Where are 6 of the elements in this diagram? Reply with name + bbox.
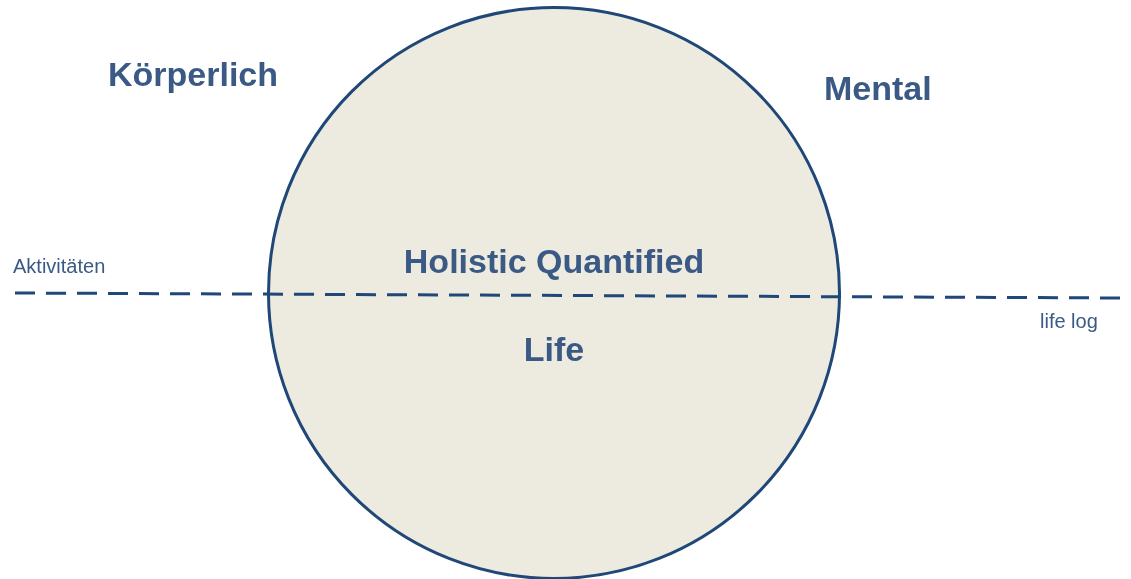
axis-end-label: Aktivitäten [13, 255, 106, 278]
category-label: Mental [824, 69, 932, 108]
category-label: Körperlich [108, 55, 279, 94]
axis-end-label: life log [1040, 310, 1098, 333]
circle-subheading: Life [522, 329, 586, 369]
circle-heading: Holistic Quantified [402, 241, 706, 281]
